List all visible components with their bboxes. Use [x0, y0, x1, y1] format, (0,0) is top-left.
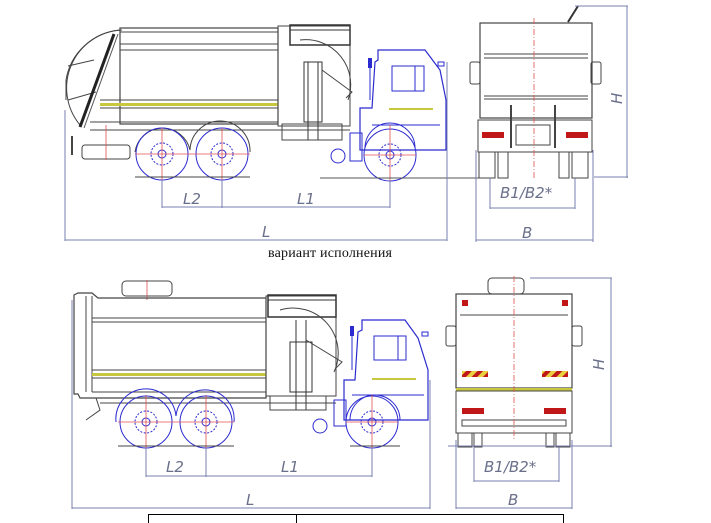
table-divider — [296, 515, 297, 523]
dim-l1-b: L1 — [281, 458, 299, 476]
dim-h: H — [608, 93, 626, 104]
dim-b1b2-b: B1/B2* — [484, 458, 537, 476]
bottom-side-view: L2 L1 L — [71, 280, 431, 509]
dim-l1: L1 — [297, 190, 315, 208]
spec-table-top — [148, 514, 564, 523]
dim-b: B — [522, 224, 532, 242]
dim-h-b: H — [590, 359, 608, 370]
dim-l: L — [262, 223, 270, 241]
top-side-view: L2 L1 L — [64, 24, 480, 241]
dim-b1b2: B1/B2* — [500, 184, 553, 202]
dim-l2-b: L2 — [166, 458, 184, 476]
dim-l2: L2 — [183, 190, 201, 208]
dim-b-b: B — [508, 491, 518, 509]
dim-l-b: L — [246, 491, 254, 509]
bottom-rear-view: B1/B2* B H — [445, 276, 612, 509]
variant-caption: вариант исполнения — [268, 246, 393, 261]
top-rear-view: B1/B2* B H — [469, 5, 628, 242]
